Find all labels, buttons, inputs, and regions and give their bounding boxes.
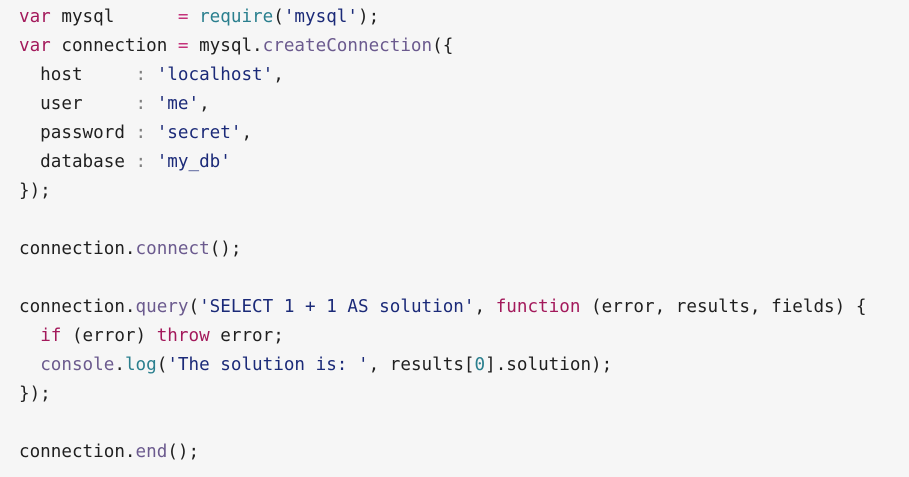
code-token-plain: , xyxy=(199,94,210,114)
code-token-str: 'my_db' xyxy=(156,152,231,172)
code-token-op: = xyxy=(177,7,189,27)
code-token-punc: : xyxy=(135,65,147,85)
code-token-kw: var xyxy=(19,36,51,56)
code-token-fn: log xyxy=(124,355,157,375)
code-token-plain: host xyxy=(19,65,136,85)
code-token-plain: mysql. xyxy=(188,36,263,56)
code-line xyxy=(19,206,909,235)
code-token-plain: (error) xyxy=(61,326,157,346)
code-line: database : 'my_db' xyxy=(19,148,909,177)
code-line: connection.end(); xyxy=(19,438,909,467)
code-token-plain: ); xyxy=(357,7,380,27)
code-line: host : 'localhost', xyxy=(19,61,909,90)
code-token-plain: , results[ xyxy=(368,355,475,375)
code-token-plain xyxy=(146,152,157,172)
code-line: connection.query('SELECT 1 + 1 AS soluti… xyxy=(19,293,909,322)
code-token-fn: require xyxy=(199,7,274,27)
code-token-str: 'The solution is: ' xyxy=(167,355,369,375)
code-token-plain: error; xyxy=(209,326,284,346)
code-block: var mysql = require('mysql');var connect… xyxy=(19,3,909,467)
code-token-punc: : xyxy=(135,123,147,143)
code-line: }); xyxy=(19,177,909,206)
code-token-plain: (); xyxy=(167,442,200,462)
code-line: console.log('The solution is: ', results… xyxy=(19,351,909,380)
code-line: if (error) throw error; xyxy=(19,322,909,351)
code-line: var connection = mysql.createConnection(… xyxy=(19,32,909,61)
code-line: password : 'secret', xyxy=(19,119,909,148)
code-token-plain: }); xyxy=(19,384,51,404)
code-token-kw: if xyxy=(40,326,62,346)
code-token-meth: console xyxy=(40,355,115,375)
code-token-plain xyxy=(146,65,157,85)
code-token-str: 'secret' xyxy=(156,123,242,143)
code-token-plain: , xyxy=(273,65,284,85)
code-token-plain xyxy=(146,123,157,143)
code-token-plain: }); xyxy=(19,181,51,201)
code-token-meth: connect xyxy=(135,239,210,259)
code-token-plain xyxy=(146,94,157,114)
code-token-str: 'mysql' xyxy=(283,7,358,27)
code-token-plain: . xyxy=(114,355,125,375)
code-token-plain: (error, results, fields) { xyxy=(580,297,867,317)
code-token-meth: query xyxy=(135,297,189,317)
code-line: }); xyxy=(19,380,909,409)
code-token-plain xyxy=(19,355,40,375)
code-token-plain: ( xyxy=(188,297,200,317)
code-token-plain: , xyxy=(474,297,496,317)
code-token-plain: database xyxy=(19,152,136,172)
code-token-str: 'localhost' xyxy=(156,65,274,85)
code-line: var mysql = require('mysql'); xyxy=(19,3,909,32)
code-token-kw: function xyxy=(495,297,581,317)
code-token-plain: (); xyxy=(209,239,242,259)
code-token-plain: ( xyxy=(273,7,284,27)
code-token-str: 'me' xyxy=(156,94,200,114)
code-line xyxy=(19,264,909,293)
code-token-plain xyxy=(188,7,199,27)
code-line: user : 'me', xyxy=(19,90,909,119)
code-token-kw: throw xyxy=(156,326,210,346)
code-line: connection.connect(); xyxy=(19,235,909,264)
code-token-plain: connection. xyxy=(19,442,136,462)
code-token-plain: connection. xyxy=(19,239,136,259)
code-token-plain xyxy=(19,326,40,346)
code-token-punc: : xyxy=(135,94,147,114)
code-token-plain: user xyxy=(19,94,136,114)
code-token-plain: ].solution); xyxy=(485,355,613,375)
code-token-punc: : xyxy=(135,152,147,172)
code-token-plain: password xyxy=(19,123,136,143)
code-token-meth: end xyxy=(135,442,168,462)
code-token-plain: connection xyxy=(50,36,178,56)
code-token-plain: ({ xyxy=(432,36,454,56)
code-token-kw: var xyxy=(19,7,51,27)
code-token-plain: mysql xyxy=(50,7,178,27)
code-token-plain: connection. xyxy=(19,297,136,317)
code-token-str: 'SELECT 1 + 1 AS solution' xyxy=(199,297,475,317)
code-token-num: 0 xyxy=(474,355,486,375)
code-token-meth: createConnection xyxy=(262,36,433,56)
code-token-op: = xyxy=(177,36,189,56)
code-line xyxy=(19,409,909,438)
code-token-plain: , xyxy=(241,123,253,143)
code-token-plain: ( xyxy=(156,355,168,375)
